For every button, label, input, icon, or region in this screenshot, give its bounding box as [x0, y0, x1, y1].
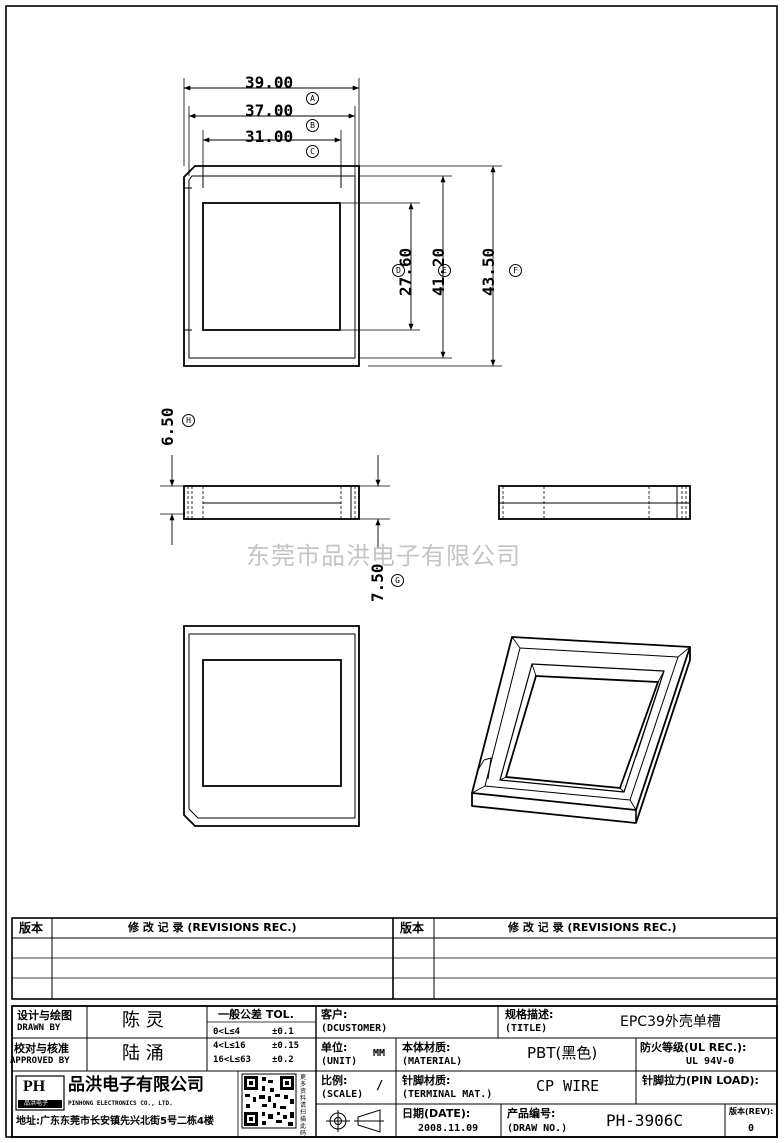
marker-e: E: [438, 264, 451, 277]
tol-title: 一般公差 TOL.: [218, 1008, 294, 1021]
customer-label: 客户:: [321, 1008, 348, 1021]
title-label: 规格描述:: [505, 1008, 554, 1021]
bottom-view: [183, 625, 360, 827]
approver-label: 校对与核准: [14, 1042, 69, 1055]
qr-caption: 更多资料请扫描此码: [300, 1074, 307, 1137]
unit-label: 单位:: [321, 1041, 348, 1054]
approver-label-en: APPROVED BY: [10, 1056, 70, 1066]
front-view: [160, 455, 390, 548]
bottom-view-outline: [183, 625, 360, 827]
unit-value: MM: [373, 1048, 386, 1059]
rev-col-record: 修 改 记 录 (REVISIONS REC.): [128, 921, 297, 934]
title-label-en: (TITLE): [505, 1023, 548, 1034]
designer-name: 陈 灵: [122, 1010, 164, 1031]
rev-label: 版本(REV):: [729, 1107, 774, 1116]
dim-height-f: 43.50: [479, 247, 498, 296]
date-label: 日期(DATE):: [402, 1107, 471, 1120]
company-logo-icon: [15, 1075, 65, 1111]
bottom-view-window: [202, 659, 342, 787]
terminal-value: CP WIRE: [536, 1077, 600, 1095]
unit-label-en: (UNIT): [321, 1056, 358, 1067]
draw-no-value: PH-3906C: [606, 1111, 684, 1130]
title-value: EPC39外壳单槽: [620, 1014, 721, 1030]
approver-name: 陆 涌: [122, 1043, 164, 1064]
fire-rating-label: 防火等级(UL REC.):: [640, 1041, 747, 1054]
rev-col-record-2: 修 改 记 录 (REVISIONS REC.): [508, 921, 677, 934]
qr-code-icon: [241, 1073, 297, 1129]
draw-no-label: 产品编号:: [507, 1107, 556, 1120]
material-label: 本体材质:: [402, 1041, 451, 1054]
material-label-en: (MATERIAL): [402, 1056, 463, 1067]
iso-window: [505, 675, 659, 789]
tol-3-range: 16<L≤63: [213, 1055, 251, 1065]
tol-2-value: ±0.15: [272, 1041, 300, 1051]
material-value: PBT(黑色): [527, 1044, 598, 1062]
dim-thick-h: 6.50: [158, 407, 177, 446]
marker-d: D: [392, 264, 405, 277]
projection-symbol-icon: [326, 1109, 384, 1133]
marker-b: B: [306, 119, 319, 132]
terminal-label-en: (TERMINAL MAT.): [402, 1089, 493, 1100]
scale-label: 比例:: [321, 1074, 348, 1087]
company-watermark: 东莞市品洪电子有限公司: [246, 542, 521, 570]
company-name-en: PINHONG ELECTRONICS CO., LTD.: [68, 1100, 173, 1107]
designer-label-en: DRAWN BY: [17, 1023, 61, 1033]
tol-1-value: ±0.1: [272, 1027, 294, 1037]
fire-rating-value: UL 94V-0: [686, 1056, 735, 1067]
scale-value: /: [376, 1078, 384, 1092]
company-name: 品洪电子有限公司: [68, 1075, 204, 1095]
marker-f: F: [509, 264, 522, 277]
rev-col-version-2: 版本: [400, 921, 425, 935]
draw-no-label-en: (DRAW NO.): [507, 1123, 568, 1134]
marker-a: A: [306, 92, 319, 105]
title-block-grid: [11, 1005, 778, 1138]
top-view-outline: [183, 165, 360, 367]
scale-label-en: (SCALE): [321, 1089, 364, 1100]
company-address: 地址:广东东莞市长安镇先兴北街5号二栋4楼: [16, 1116, 214, 1127]
tol-3-value: ±0.2: [272, 1055, 294, 1065]
bottom-view-inner-wall: [188, 633, 356, 819]
rev-value: 0: [748, 1123, 755, 1134]
pin-load-label: 针脚拉力(PIN LOAD):: [642, 1074, 759, 1087]
marker-g: G: [391, 574, 404, 587]
rev-col-version: 版本: [19, 921, 44, 935]
dim-width-c: 31.00: [245, 127, 294, 146]
top-view-inner-wall: [188, 175, 356, 359]
marker-h: H: [182, 414, 195, 427]
company-logo-text: PH: [23, 1078, 46, 1095]
side-view: [498, 485, 691, 520]
marker-c: C: [306, 145, 319, 158]
designer-label: 设计与绘图: [17, 1009, 72, 1022]
date-value: 2008.11.09: [418, 1123, 479, 1134]
company-logo-subtext: 品洪电子: [24, 1100, 49, 1107]
customer-label-en: (DCUSTOMER): [321, 1023, 388, 1034]
terminal-label: 针脚材质:: [402, 1074, 451, 1087]
dim-width-a: 39.00: [245, 73, 294, 92]
isometric-view: [471, 636, 691, 824]
top-view-window: [202, 202, 341, 331]
dim-width-b: 37.00: [245, 101, 294, 120]
revisions-table: [11, 917, 778, 1000]
tol-2-range: 4<L≤16: [213, 1041, 246, 1051]
tol-1-range: 0<L≤4: [213, 1027, 241, 1037]
top-view: [183, 78, 502, 367]
